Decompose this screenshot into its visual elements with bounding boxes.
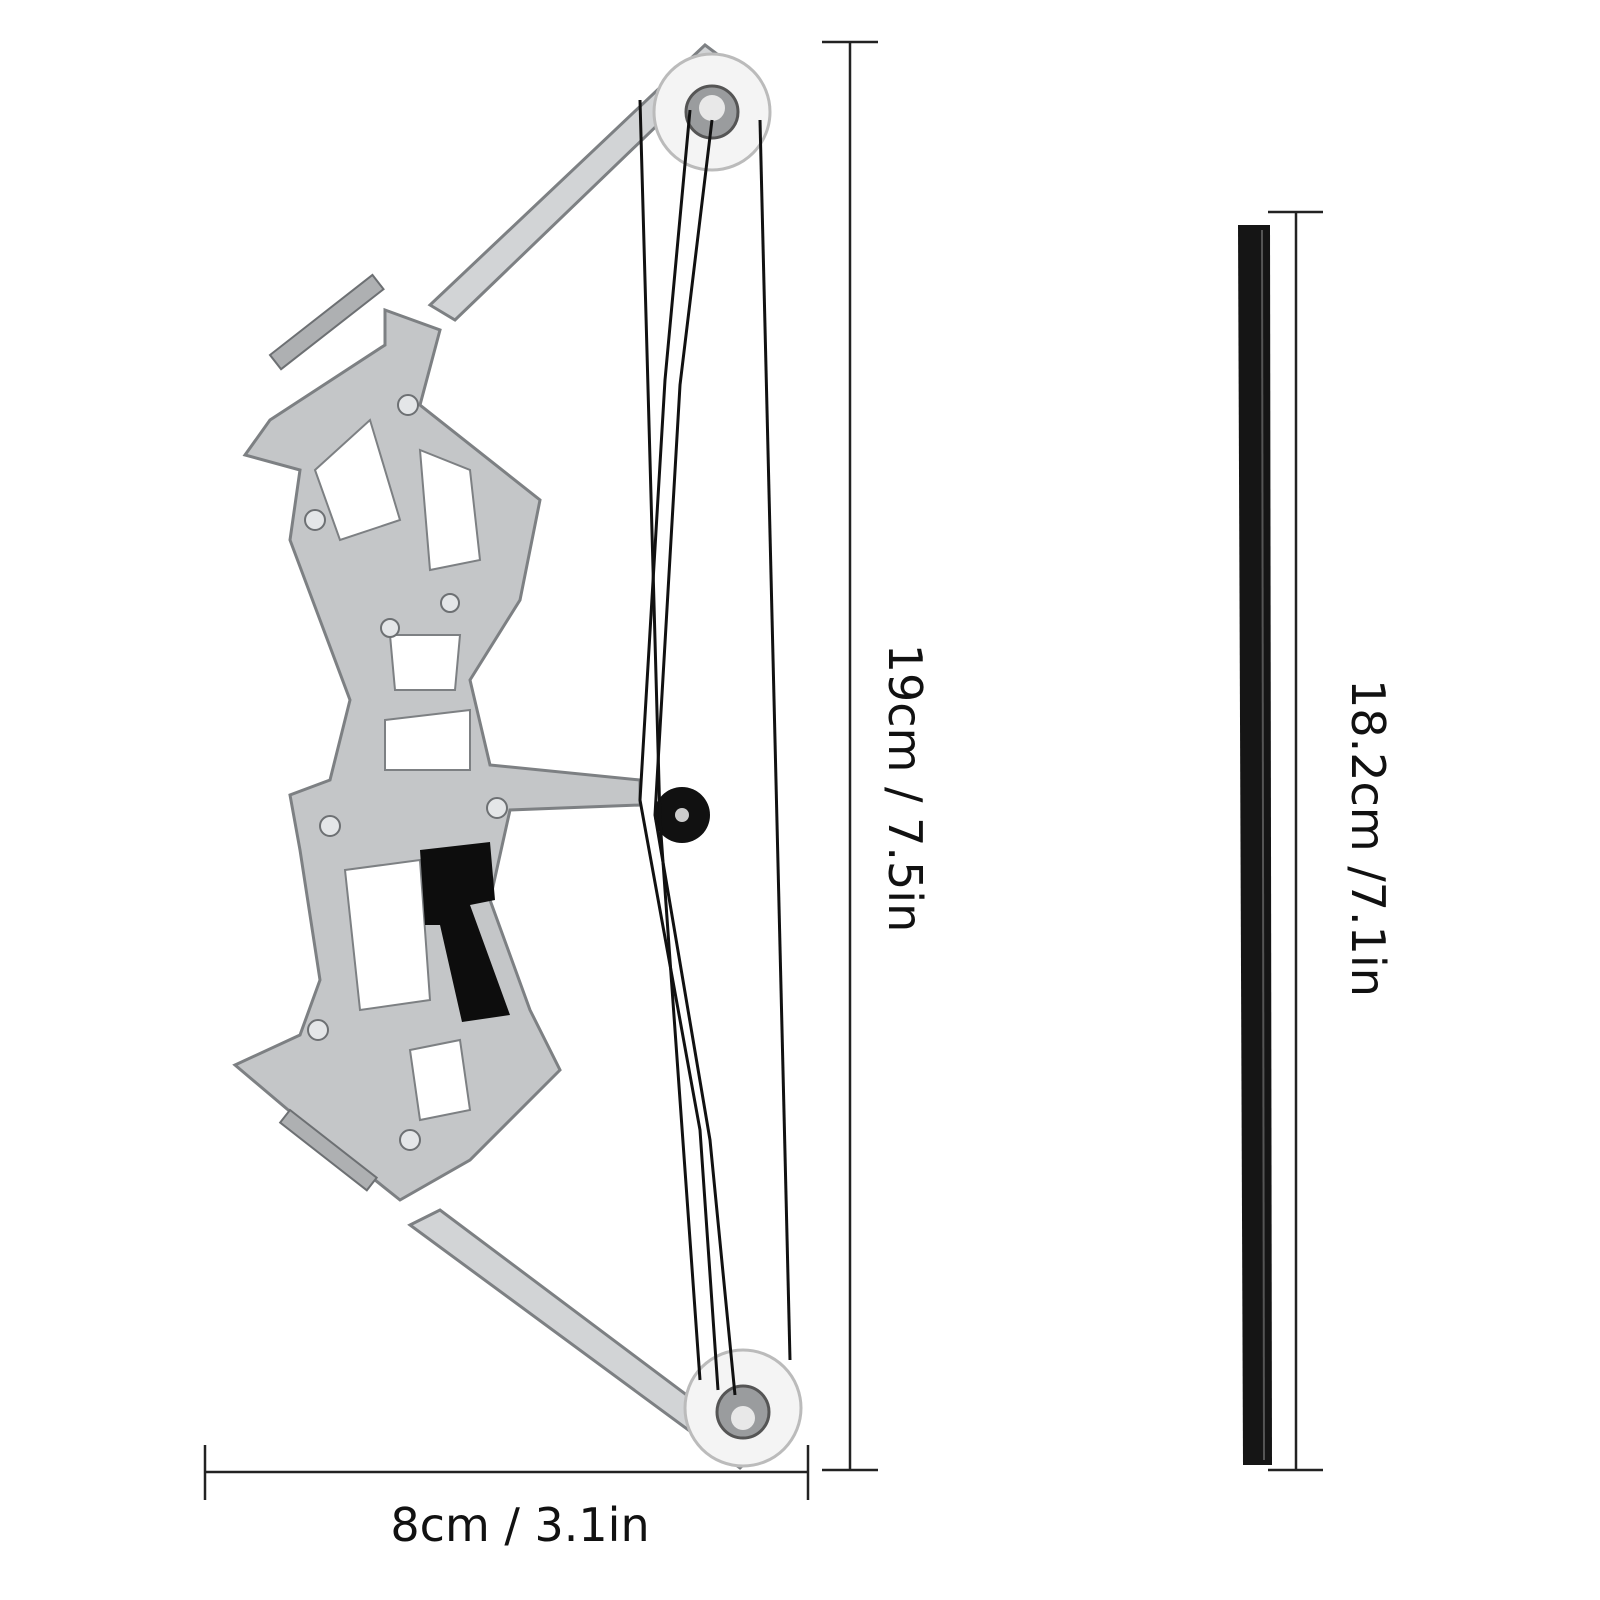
dimension-line-bow-height: [822, 40, 878, 1472]
top-cam: [652, 52, 772, 172]
arrow-length-label: 18.2cm /7.1in: [1341, 679, 1395, 997]
grip: [420, 842, 510, 1022]
bow-width-label: 8cm / 3.1in: [390, 1498, 650, 1552]
dimension-line-arrow-length: [1268, 210, 1323, 1472]
arrow-shaft: [1238, 225, 1272, 1465]
dimension-line-bow-width: [203, 1445, 810, 1500]
bow-strings: [638, 99, 792, 1396]
bow-height-label: 19cm / 7.5in: [878, 643, 932, 933]
riser: [232, 273, 642, 1202]
bottom-cam: [683, 1348, 803, 1468]
arrow-rest: [654, 787, 710, 843]
